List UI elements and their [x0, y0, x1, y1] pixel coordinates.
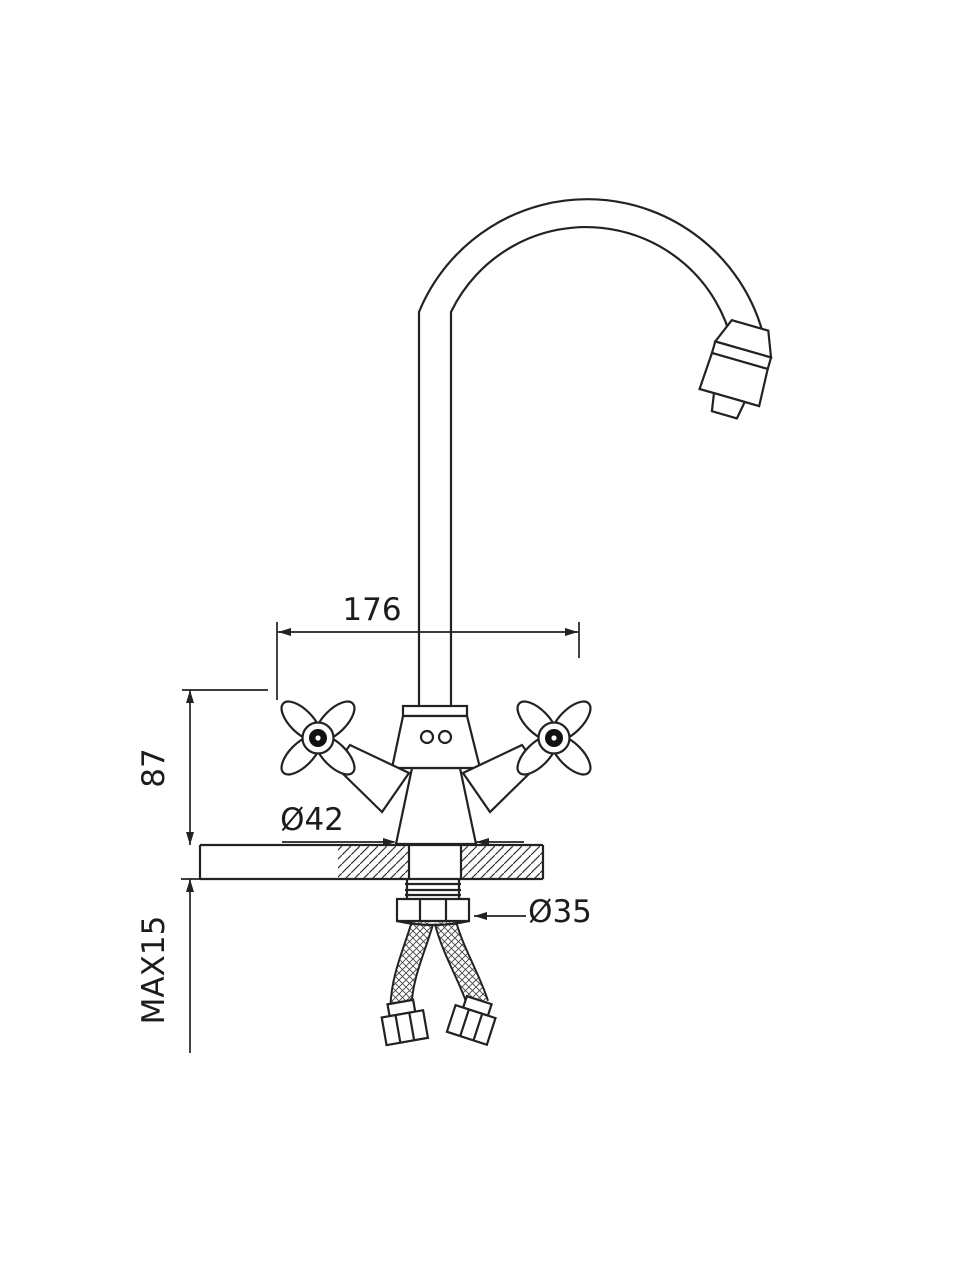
right-cross-handle: [516, 700, 592, 776]
left-cross-handle: [280, 700, 356, 776]
gooseneck-spout: [417, 198, 764, 706]
dim-base-diameter-label: Ø42: [280, 802, 344, 838]
dim-width-label: 176: [342, 592, 401, 628]
dim-width-176: 176: [276, 592, 580, 700]
left-supply-hose: [389, 917, 435, 1007]
countertop-section: [198, 843, 545, 881]
dim-diameter-42: Ø42: [280, 802, 524, 846]
dim-diameter-35: Ø35: [474, 894, 592, 930]
dim-shank-diameter-label: Ø35: [528, 894, 592, 930]
spout-aerator-icon: [698, 318, 773, 420]
dim-max-thickness: MAX15: [136, 878, 200, 1053]
right-hose-nut: [445, 994, 497, 1047]
dim-max-thickness-label: MAX15: [136, 916, 172, 1025]
mounting-nut: [395, 897, 471, 927]
mounting-shank: [405, 879, 461, 899]
dim-height-label: 87: [136, 748, 172, 787]
right-supply-hose: [433, 917, 489, 1008]
dim-height-87: 87: [136, 689, 268, 845]
left-hose-nut: [380, 998, 430, 1047]
